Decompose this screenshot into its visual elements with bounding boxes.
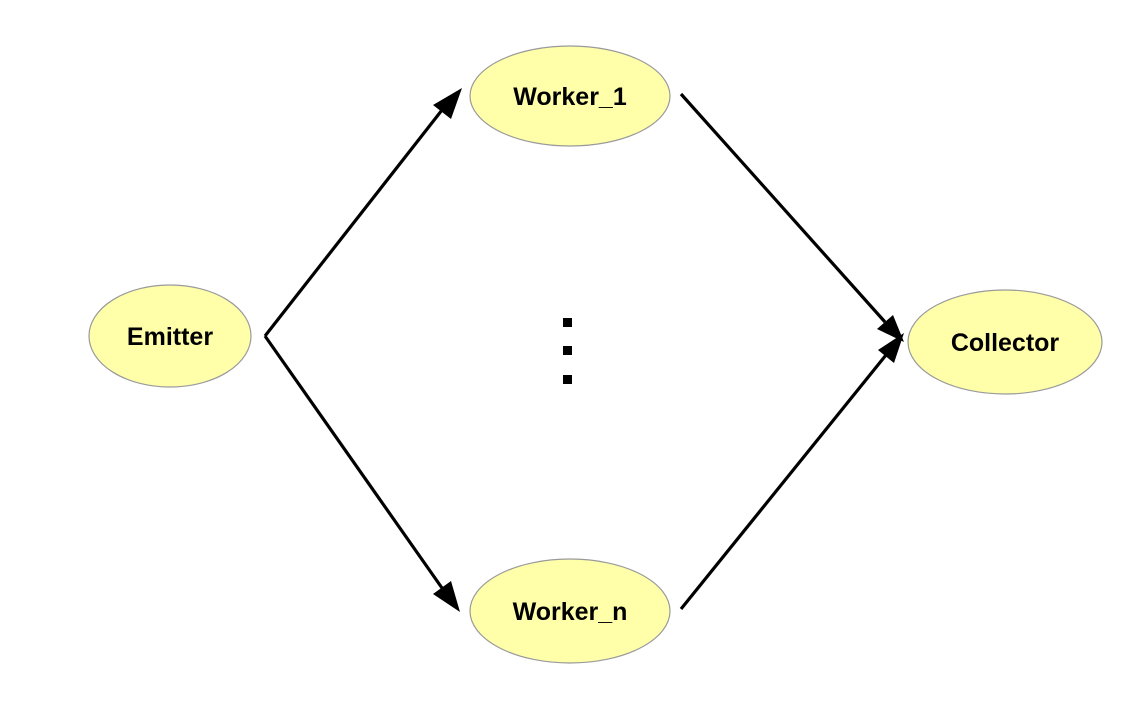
node-collector: Collector (907, 289, 1103, 395)
vertical-ellipsis (563, 318, 572, 384)
edge-emitter-to-worker-1 (263, 109, 444, 337)
node-emitter-shape (88, 284, 252, 388)
arrowhead-worker-1-to-collector (877, 315, 904, 342)
node-worker-n-shape (469, 558, 671, 664)
node-worker-1: Worker_1 (469, 45, 671, 147)
node-worker-n: Worker_n (469, 558, 671, 664)
node-worker-1-shape (469, 45, 671, 147)
ellipsis-dot (563, 318, 572, 327)
node-worker-n-label: Worker_n (513, 598, 628, 626)
edge-emitter-to-worker-n (263, 335, 444, 589)
edges (263, 88, 904, 612)
node-worker-1-label: Worker_1 (513, 83, 627, 111)
ellipsis-dot (563, 375, 572, 384)
arrowhead-emitter-to-worker-1 (433, 88, 462, 119)
arrowhead-emitter-to-worker-n (433, 581, 460, 612)
edge-worker-n-to-collector (679, 353, 888, 611)
edge-worker-1-to-collector (679, 92, 887, 324)
node-collector-label: Collector (951, 329, 1060, 357)
node-emitter-label: Emitter (127, 323, 213, 351)
node-collector-shape (907, 289, 1103, 395)
ellipsis-dot (563, 346, 572, 355)
arrowhead-worker-n-to-collector (878, 333, 904, 363)
node-emitter: Emitter (88, 284, 252, 388)
